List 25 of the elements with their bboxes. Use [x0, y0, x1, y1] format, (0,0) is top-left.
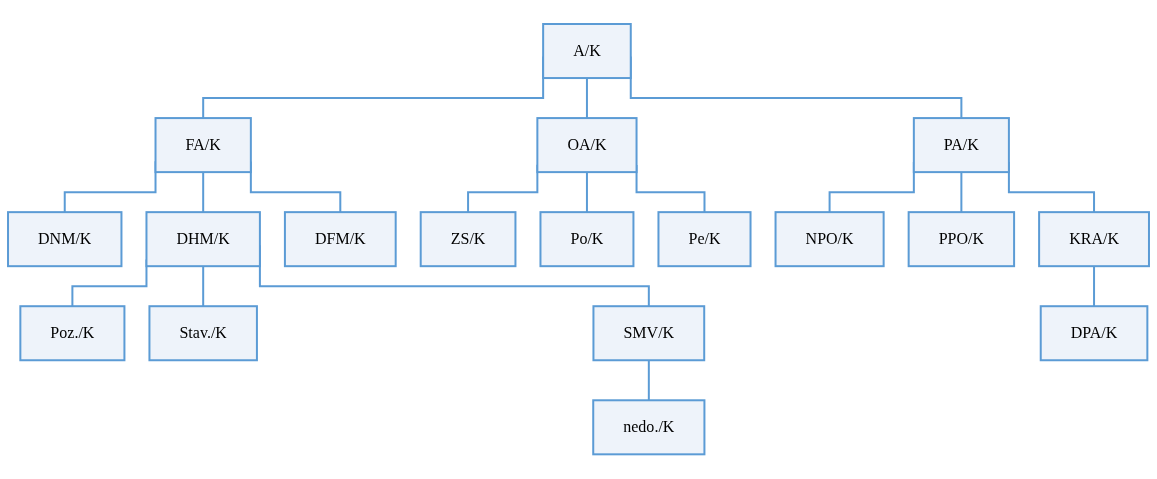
node-box: DPA/K	[1039, 305, 1149, 362]
node-box: DFM/K	[283, 211, 397, 268]
node-box: OA/K	[536, 117, 638, 174]
connector	[585, 77, 588, 120]
node-box: SMV/K	[592, 305, 706, 362]
node-box: NPO/K	[774, 211, 885, 268]
node-box: PPO/K	[907, 211, 1016, 268]
connector	[1093, 265, 1096, 308]
node-box: DHM/K	[145, 211, 261, 268]
node-box: KRA/K	[1038, 211, 1150, 268]
connector	[202, 171, 205, 214]
node-box: FA/K	[154, 117, 252, 174]
connector	[960, 171, 963, 214]
node-box: A/K	[542, 23, 632, 80]
node-box: Poz./K	[19, 305, 126, 362]
node-box: Pe/K	[657, 211, 752, 268]
node-box: Po/K	[539, 211, 635, 268]
node-box: PA/K	[912, 117, 1010, 174]
node-box: DNM/K	[7, 211, 123, 268]
connector	[202, 265, 205, 308]
node-box: Stav./K	[148, 305, 258, 362]
connector	[585, 171, 588, 214]
connector	[647, 359, 650, 402]
node-box: nedo./K	[592, 399, 706, 456]
node-box: ZS/K	[419, 211, 517, 268]
